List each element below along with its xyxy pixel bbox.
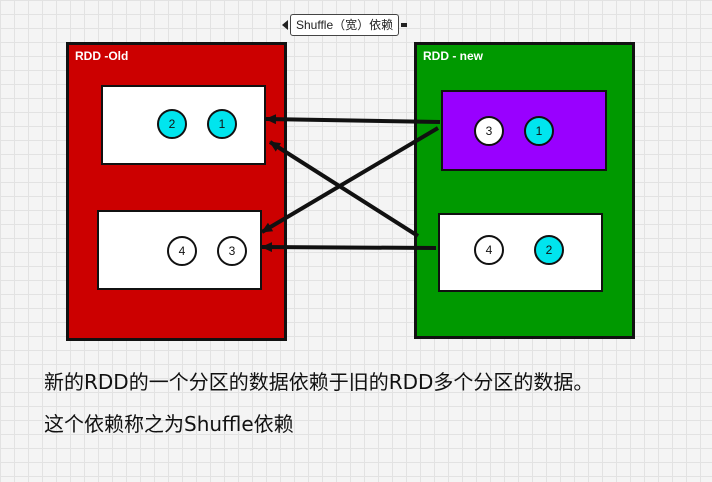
arrow-new2-to-old1 [268,140,420,238]
arrow-new2-to-old2 [261,242,437,253]
rdd-old-partition-1: 2 1 [101,85,266,165]
rdd-old-partition-2: 4 3 [97,210,262,290]
caption-line-1: 新的RDD的一个分区的数据依赖于旧的RDD多个分区的数据。 [44,370,594,394]
rdd-new-label: RDD - new [423,49,483,63]
title-right-bar-icon [401,23,408,27]
rdd-new-partition-2-node-1: 4 [474,235,504,265]
arrow-new1-to-old1 [265,114,441,125]
rdd-old-container: RDD -Old 2 1 4 3 [66,42,287,341]
rdd-old-partition-1-node-2: 1 [207,109,237,139]
rdd-new-partition-1-node-1: 3 [474,116,504,146]
title-text: Shuffle（宽）依赖 [290,14,400,36]
rdd-new-partition-2-node-2: 2 [534,235,564,265]
rdd-old-partition-2-node-2: 3 [217,236,247,266]
rdd-new-container: RDD - new 3 1 4 2 [414,42,635,339]
caption-line-2: 这个依赖称之为Shuffle依赖 [44,412,294,436]
rdd-new-partition-2: 4 2 [438,213,603,292]
title-left-arrow-icon [282,20,288,30]
diagram-title: Shuffle（宽）依赖 [282,14,408,36]
rdd-new-partition-1-node-2: 1 [524,116,554,146]
arrow-new1-to-old2 [260,126,440,234]
rdd-new-partition-1: 3 1 [441,90,607,171]
rdd-old-label: RDD -Old [75,49,129,63]
rdd-old-partition-2-node-1: 4 [167,236,197,266]
rdd-old-partition-1-node-1: 2 [157,109,187,139]
